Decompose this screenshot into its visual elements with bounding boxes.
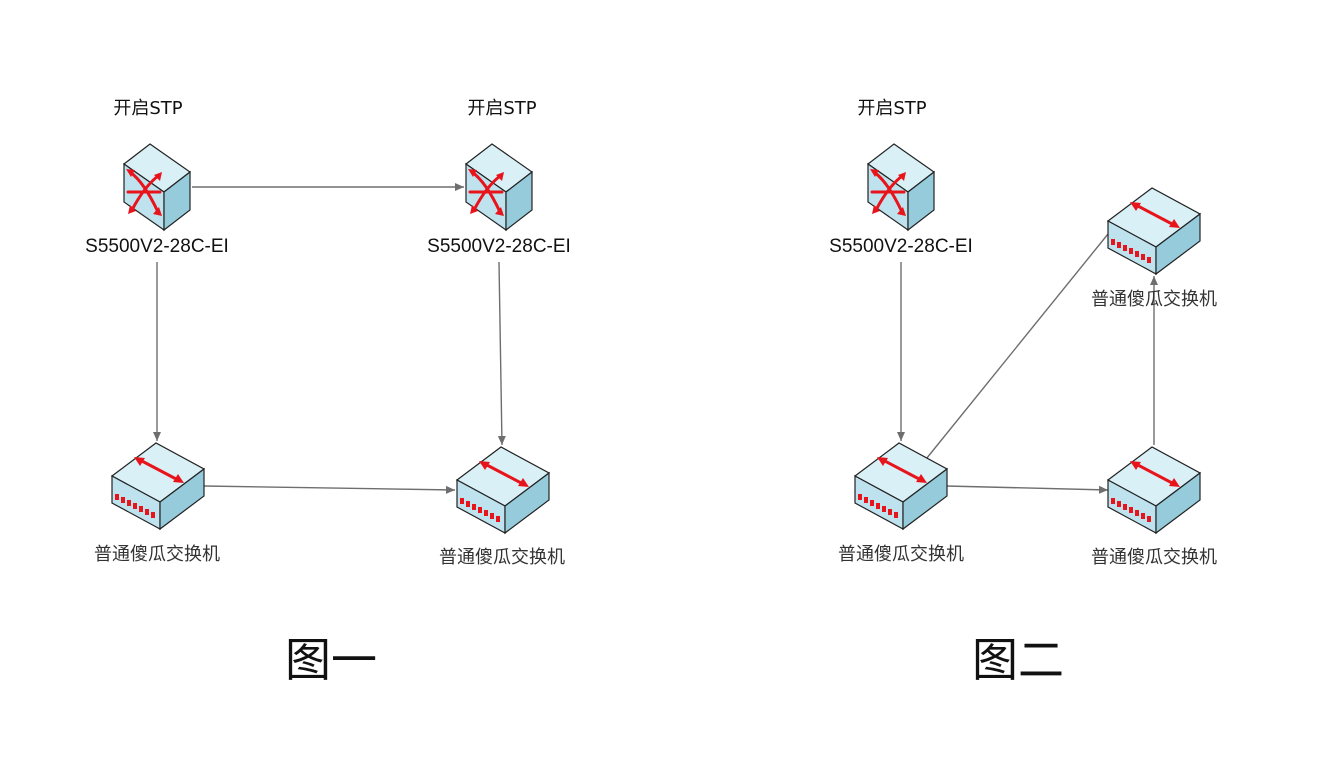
dumb-switch-label: 普通傻瓜交换机 [838,544,964,565]
dumb-switch-label: 普通傻瓜交换机 [94,544,220,565]
switch-model-label: S5500V2-28C-EI [829,236,973,257]
figure1-links [153,183,506,494]
link-f2-d1-d2 [945,485,1109,494]
dumb-switch-label: 普通傻瓜交换机 [1091,547,1217,568]
link-f1-d1-d2 [203,485,456,494]
switch-model-label: S5500V2-28C-EI [427,236,571,257]
dumb-switch-icon [110,441,206,531]
stp-label: 开启STP [857,98,927,119]
stp-switch-icon [122,142,192,232]
dumb-switch-label: 普通傻瓜交换机 [1091,289,1217,310]
dumb-switch-icon [1106,445,1202,535]
stp-label: 开启STP [467,98,537,119]
dumb-switch-icon [853,441,949,531]
dumb-switch-icon [455,445,551,535]
link-f2-d3-d1 [917,233,1109,470]
stp-switch-icon [866,142,936,232]
link-f1-s2-d2 [497,261,506,446]
dumb-switch-label: 普通傻瓜交换机 [439,547,565,568]
switch-model-label: S5500V2-28C-EI [85,236,229,257]
figure1-caption: 图一 [285,633,377,687]
figure2-caption: 图二 [972,633,1064,687]
figure2-links [897,233,1158,494]
dumb-switch-icon [1106,186,1202,276]
stp-label: 开启STP [113,98,183,119]
stp-switch-icon [464,142,534,232]
